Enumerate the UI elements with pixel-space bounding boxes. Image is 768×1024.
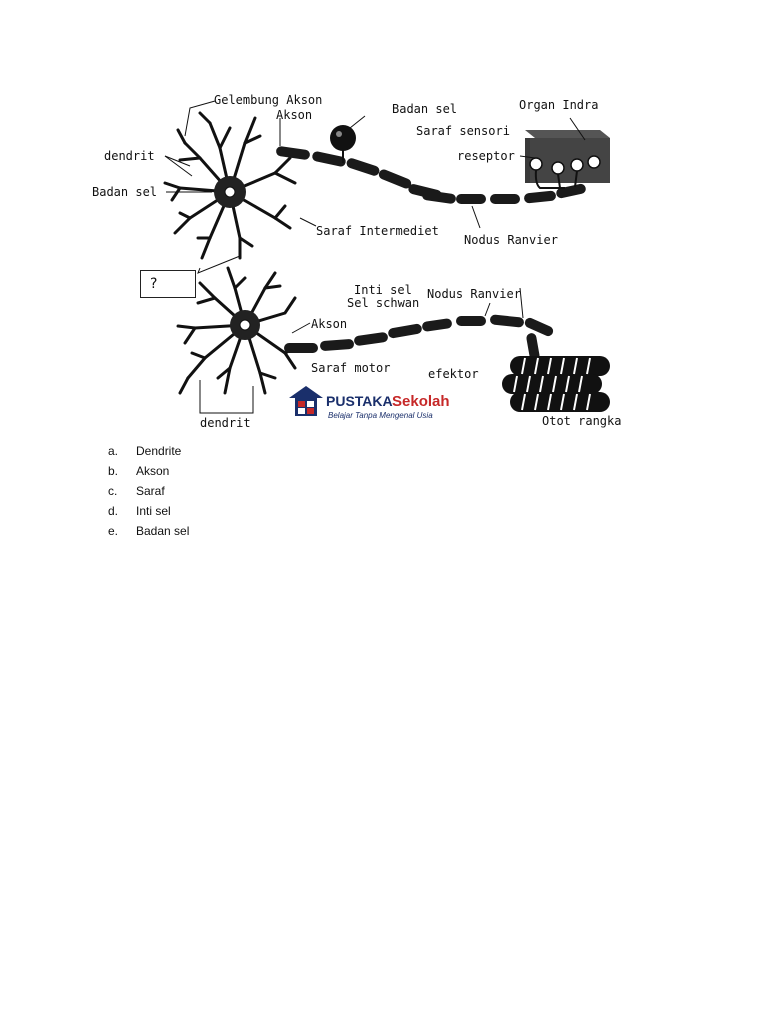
option-text: Saraf [136,484,165,498]
option-b[interactable]: b. Akson [108,463,189,483]
label-dendrit-top: dendrit [104,149,155,163]
label-saraf-motor: Saraf motor [311,361,390,375]
label-organ-indra: Organ Indra [519,98,598,112]
label-nodus-ranvier-bottom: Nodus Ranvier [427,287,521,301]
option-e[interactable]: e. Badan sel [108,523,189,543]
option-text: Badan sel [136,524,190,538]
pointer-lines [164,100,586,414]
label-saraf-sensori: Saraf sensori [416,124,510,138]
label-badan-sel-top: Badan sel [392,102,457,116]
sense-organ [525,130,610,189]
bottom-nucleus [239,319,251,331]
logo-tagline: Belajar Tanpa Mengenal Usia [328,411,433,420]
option-a[interactable]: a. Dendrite [108,443,189,463]
neuron-diagram: Gelembung Akson Akson Badan sel Organ In… [80,88,640,433]
top-axon [276,146,586,204]
sensory-cell-body [330,125,356,151]
label-otot-rangka: Otot rangka [542,414,621,428]
pustaka-sekolah-logo: PUSTAKA Sekolah Belajar Tanpa Mengenal U… [289,386,450,420]
label-nodus-ranvier-top: Nodus Ranvier [464,233,558,247]
option-key: d. [108,504,119,518]
top-neuron-dendrites [163,111,297,260]
logo-brand-sekolah: Sekolah [392,393,450,410]
answer-options: a. Dendrite b. Akson c. Saraf d. Inti sel e.… [108,443,189,543]
option-key: e. [108,524,119,538]
label-gelembung-akson: Gelembung Akson [214,93,322,107]
label-reseptor: reseptor [457,149,515,163]
label-saraf-intermediet: Saraf Intermediet [316,224,439,238]
option-key: b. [108,464,119,478]
question-box: ? [140,270,196,298]
option-d[interactable]: d. Inti sel [108,503,189,523]
option-key: a. [108,444,119,458]
label-akson-bottom: Akson [311,317,347,331]
option-text: Akson [136,464,170,478]
bottom-axon [284,314,554,361]
option-key: c. [108,484,118,498]
label-sel-schwan: Sel schwan [347,296,419,310]
label-efektor: efektor [428,367,479,381]
skeletal-muscle [502,356,610,412]
label-inti-sel: Inti sel [354,283,412,297]
top-nucleus [224,186,236,198]
option-text: Dendrite [136,444,182,458]
sensory-highlight [336,131,342,137]
option-c[interactable]: c. Saraf [108,483,189,503]
question-mark: ? [150,276,158,292]
label-dendrit-bottom: dendrit [200,416,251,430]
logo-brand-pustaka: PUSTAKA [326,393,393,409]
option-text: Inti sel [136,504,171,518]
label-badan-sel-left: Badan sel [92,185,157,199]
label-akson-top: Akson [276,108,312,122]
